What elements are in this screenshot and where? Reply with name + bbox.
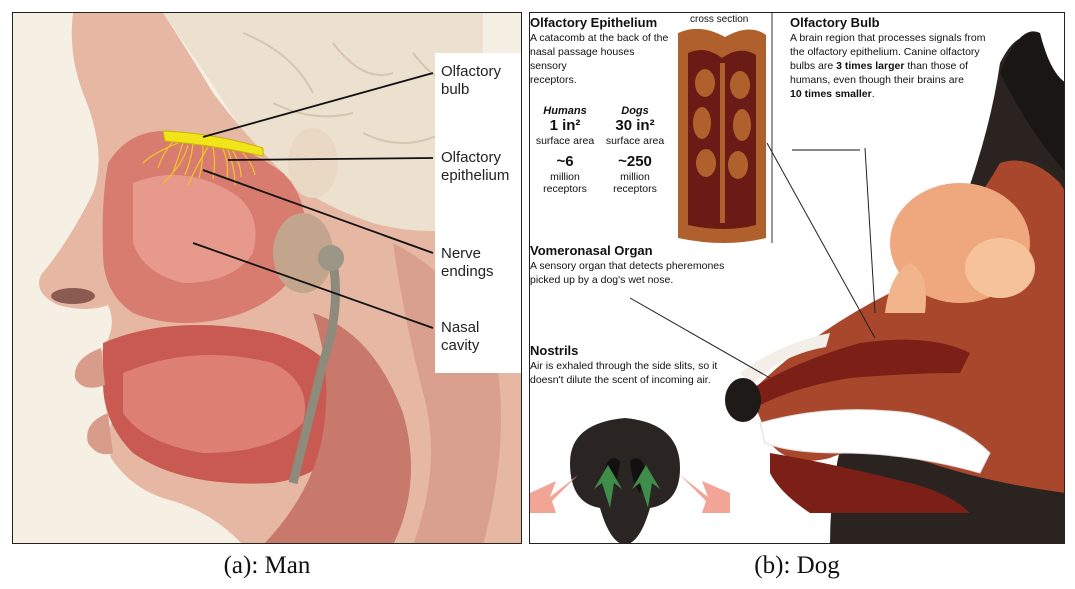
epithelium-text-block: Olfactory Epithelium A catacomb at the b…	[530, 15, 670, 87]
dog-nose-panel: Olfactory Epithelium A catacomb at the b…	[529, 12, 1065, 544]
caption-dog: (b): Dog	[529, 552, 1065, 580]
nostrils-text-block: Nostrils Air is exhaled through the side…	[530, 343, 730, 387]
dogs-stats: Dogs 30 in² surface area ~250 million re…	[600, 105, 670, 195]
bulb-text-block: Olfactory Bulb A brain region that proce…	[790, 15, 990, 101]
caption-man: (a): Man	[12, 552, 522, 580]
cross-section-label: cross section	[690, 13, 748, 27]
vomeronasal-text-block: Vomeronasal Organ A sensory organ that d…	[530, 243, 730, 287]
humans-stats: Humans 1 in² surface area ~6 million rec…	[530, 105, 600, 195]
